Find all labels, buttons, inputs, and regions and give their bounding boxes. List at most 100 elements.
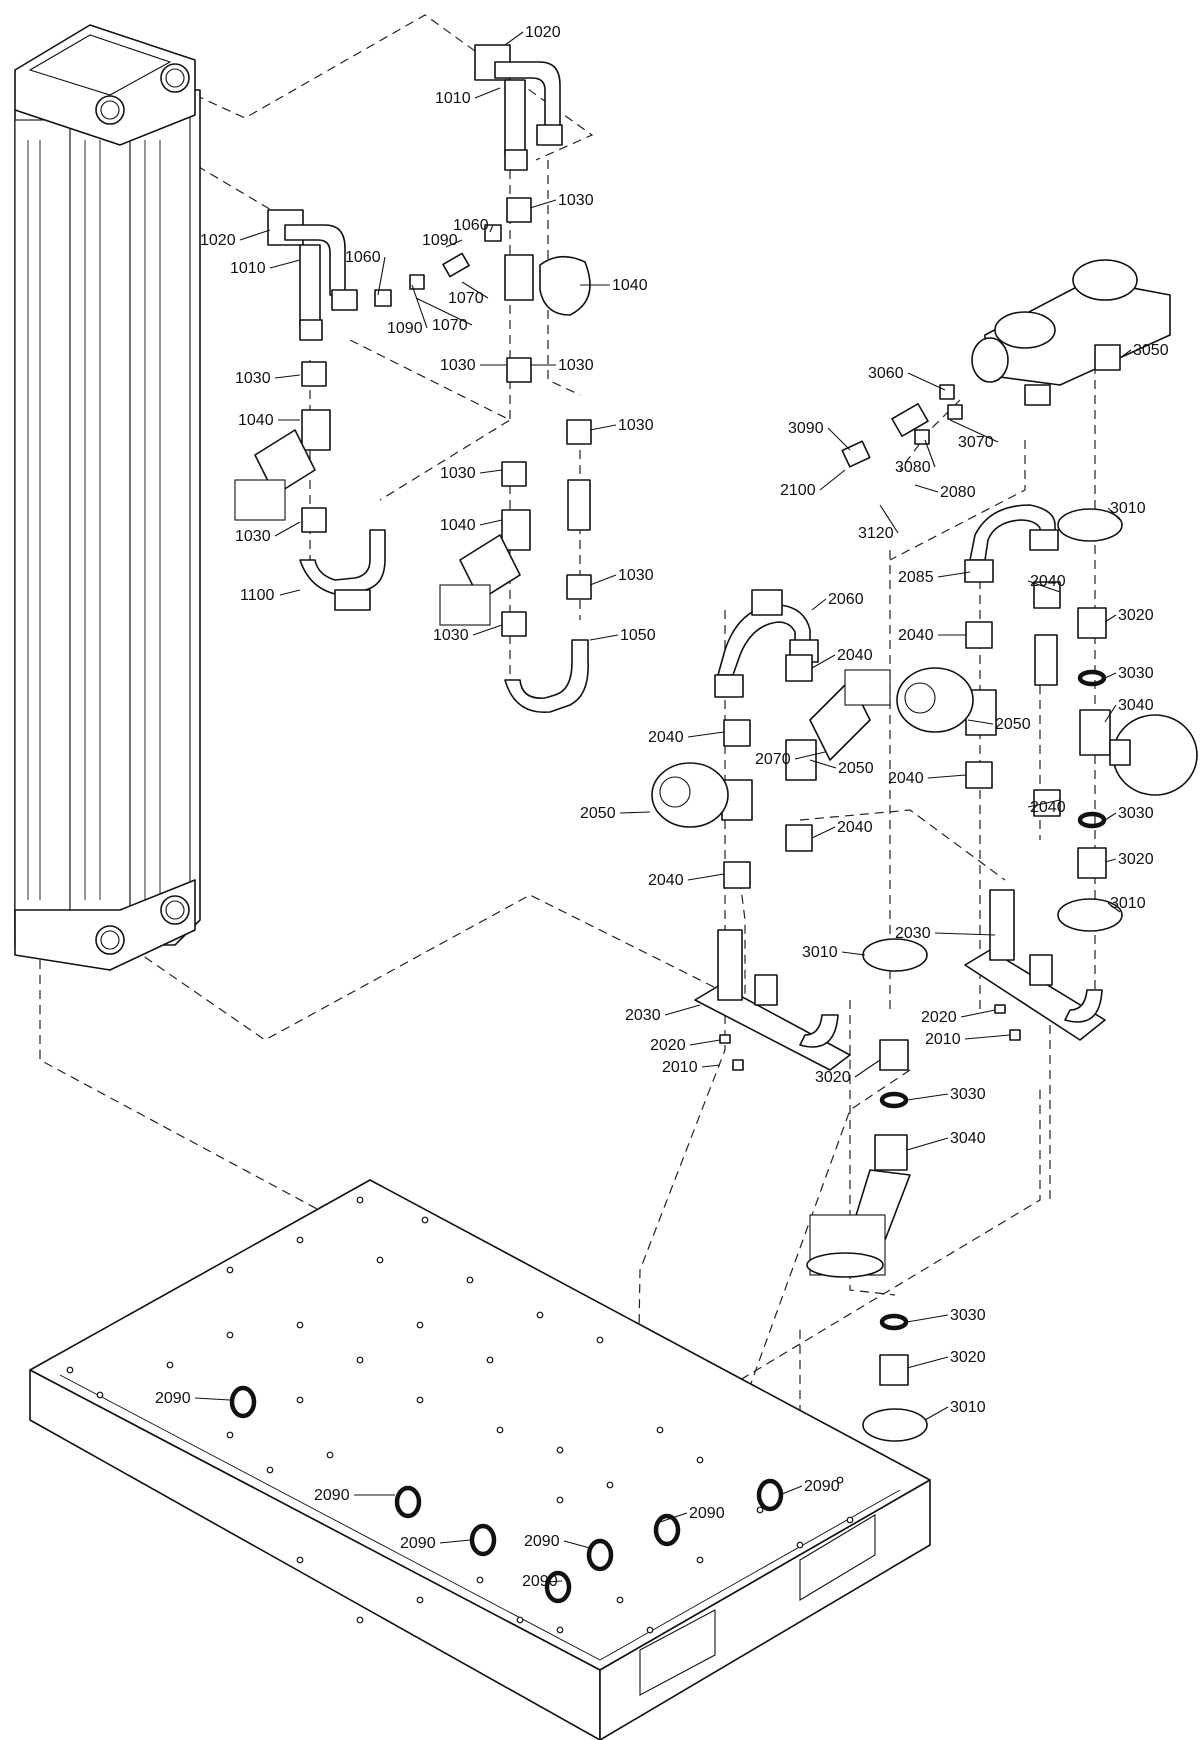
callout-2040: 2040 [898,627,934,644]
callout-3030: 3030 [950,1307,986,1324]
callout-1030: 1030 [440,357,476,374]
leader-line [563,1540,591,1549]
callout-2040: 2040 [837,647,873,664]
callout-1030: 1030 [235,370,271,387]
leader-line [529,199,557,209]
callout-2020: 2020 [921,1009,957,1026]
leader-line [1107,902,1121,913]
callout-2050: 2050 [838,760,874,777]
leader-line [949,419,999,443]
callout-3070: 3070 [958,434,994,451]
leader-line [827,427,851,451]
mounting-hole [596,1336,604,1344]
mounting-hole [356,1616,364,1624]
callout-2020: 2020 [650,1037,686,1054]
callout-2060: 2060 [828,591,864,608]
leader-line [274,521,301,537]
leader-line [879,504,899,534]
leader-line [1107,507,1121,521]
callout-1030: 1030 [558,192,594,209]
leader-line [472,624,503,636]
leader-line [937,571,971,578]
callout-3090: 3090 [788,420,824,437]
leader-line [489,224,494,233]
callout-2090: 2090 [522,1573,558,1590]
callout-2100: 2100 [780,482,816,499]
leader-line [811,826,836,839]
callout-3120: 3120 [858,525,894,542]
leader-line [906,1356,949,1369]
callout-3030: 3030 [1118,805,1154,822]
leader-line [906,1314,949,1323]
mounting-hole [226,1331,234,1339]
callout-2050: 2050 [580,805,616,822]
callout-1070: 1070 [448,290,484,307]
leader-line [474,87,501,99]
callout-1040: 1040 [238,412,274,429]
mounting-hole [846,1516,854,1524]
leader-line [794,751,826,760]
leader-line [914,484,939,493]
leader-line [1104,614,1117,623]
callout-3010: 3010 [802,944,838,961]
leader-line [907,372,946,391]
leader-line [445,239,463,248]
leader-line [479,469,503,474]
callout-1010: 1010 [230,260,266,277]
mounting-hole [616,1596,624,1604]
callout-2040: 2040 [1030,573,1066,590]
callout-3020: 3020 [1118,851,1154,868]
mounting-hole [536,1311,544,1319]
callout-3040: 3040 [1118,697,1154,714]
leader-line [1104,704,1117,723]
callout-2040: 2040 [888,770,924,787]
mounting-hole [66,1366,74,1374]
leader-line [1027,799,1061,808]
callout-3060: 3060 [868,365,904,382]
mounting-hole [166,1361,174,1369]
assembly-paths [39,14,1096,1581]
mounting-hole [556,1626,564,1634]
mounting-hole [296,1236,304,1244]
callout-1060: 1060 [345,249,381,266]
callout-2030: 2030 [895,925,931,942]
leader-line [439,1539,471,1544]
leader-line [377,256,386,296]
mounting-hole [486,1356,494,1364]
callout-1020: 1020 [525,24,561,41]
leader-line [664,1004,701,1016]
leader-line [504,31,524,46]
leader-line [819,469,846,491]
leader-line [239,229,271,241]
leader-line [927,774,967,779]
callout-1070: 1070 [432,317,468,334]
leader-line [1027,580,1061,593]
leader-line [274,374,301,379]
leader-line [544,1580,563,1583]
leader-line [701,1064,721,1068]
mounting-hole [606,1481,614,1489]
mounting-hole [556,1446,564,1454]
leader-line [619,811,651,814]
callout-1010: 1010 [435,90,471,107]
left-piping-group [234,44,592,713]
leader-line [781,1485,803,1495]
leader-line [906,1137,949,1151]
mounting-hole [416,1396,424,1404]
callout-3040: 3040 [950,1130,986,1147]
callout-2090: 2090 [524,1533,560,1550]
callout-2070: 2070 [755,751,791,768]
leader-line [924,1406,949,1421]
callout-1090: 1090 [422,232,458,249]
mounting-hole [796,1541,804,1549]
callout-3010: 3010 [1110,500,1146,517]
leader-line [809,759,837,769]
mounting-hole [756,1506,764,1514]
callout-2010: 2010 [925,1031,961,1048]
filter-housing [14,24,201,971]
callout-2040: 2040 [648,729,684,746]
mounting-hole [556,1496,564,1504]
callout-1030: 1030 [618,417,654,434]
leader-line [811,598,827,611]
